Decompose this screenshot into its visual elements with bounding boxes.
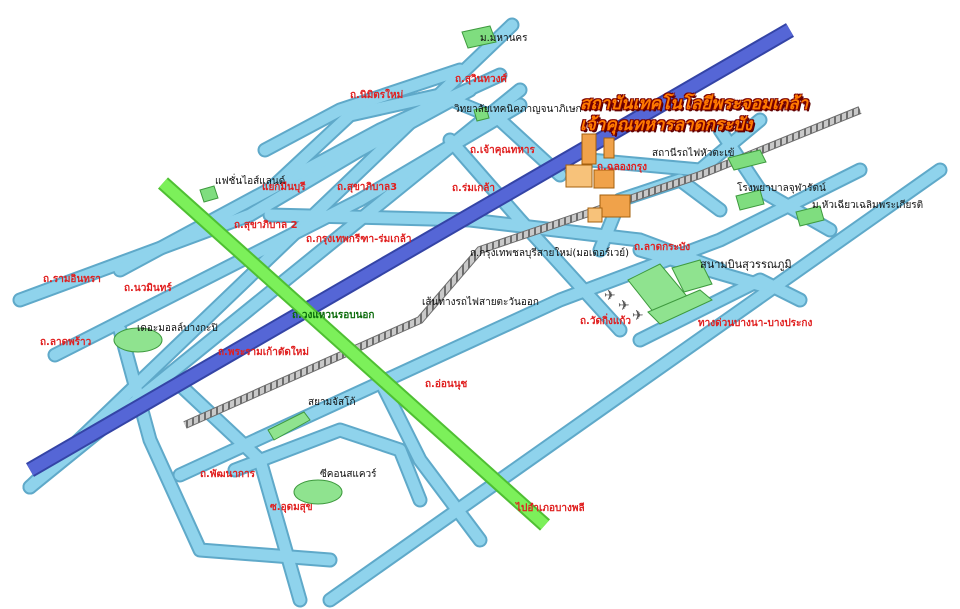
label-mahanakorn: ม.มหานคร <box>480 33 528 44</box>
label-nawamin: ถ.นวมินทร์ <box>124 283 172 294</box>
label-udomsuk: ซ.อุดมสุข <box>270 502 313 513</box>
label-rama9: ถ.พระรามเก้าตัดใหม่ <box>218 347 309 358</box>
svg-text:✈: ✈ <box>618 298 630 314</box>
label-minburi-junction: แยกมีนบุรี <box>262 182 306 193</box>
chularat-hospital-building <box>727 149 767 211</box>
campus-title-line-2: เจ้าคุณทหารลาดกระบัง <box>580 115 753 135</box>
label-bangna-expressway: ทางด่วนบางนา-บางประกง <box>698 318 813 329</box>
mahanakorn-building <box>461 25 497 49</box>
label-onnut: ถ.อ่อนนุช <box>425 379 468 390</box>
college-building <box>473 106 490 122</box>
suvarnabhumi-terminals <box>627 259 713 325</box>
label-nimitmai: ถ.นิมิตรใหม่ <box>350 90 404 101</box>
label-eastern-rail: เส้นทางรถไฟสายตะวันออก <box>422 297 539 308</box>
label-the-mall: เดอะมอลล์บางกะปิ <box>137 323 218 334</box>
label-latkrabang: ถ.ลาดกระบัง <box>634 242 691 253</box>
label-sukhaphiban3: ถ.สุขาภิบาล3 <box>337 182 398 193</box>
label-chalongkrung: ถ.ฉลองกรุง <box>597 162 647 173</box>
label-wat-king-kaeo: ถ.วัดกิ่งแก้ว <box>580 316 632 327</box>
label-seacon: ซีคอนสแควร์ <box>320 469 377 480</box>
buildings: ✈ ✈ ✈ <box>113 25 825 505</box>
label-chaokhunthahan: ถ.เจ้าคุณทหาร <box>470 145 535 156</box>
hua-chiew-building <box>795 205 825 227</box>
label-siam-jusco: สยามจัสโก้ <box>308 397 356 408</box>
motorway-road <box>25 23 795 477</box>
label-fashion-island: แฟชั่นไอส์แลนด์ <box>215 176 286 187</box>
label-hua-chiew: ม.หัวเฉียวเฉลิมพระเกียรติ <box>812 200 924 211</box>
outer-ring-road <box>157 177 551 531</box>
label-college: วิทยาลัยเทคนิคภาญจนาภิเษก <box>454 104 582 115</box>
label-latphrao: ถ.ลาดพร้าว <box>40 337 92 348</box>
label-motorway: ถ.กรุงเทพชลบุรีสายใหม่(มอเตอร์เวย์) <box>470 248 630 259</box>
label-romklao: ถ.ร่มเกล้า <box>452 183 496 194</box>
label-ramintra: ถ.รามอินทรา <box>43 274 101 285</box>
seacon-building <box>293 479 343 505</box>
svg-text:✈: ✈ <box>604 288 616 304</box>
label-suvarnabhumi: สนามบินสุวรรณภูมิ <box>700 258 792 271</box>
label-krungthepkritha: ถ.กรุงเทพกรีฑา-ร่มเกล้า <box>306 234 412 245</box>
campus-title-line-1: สถาบันเทคโนโลยีพระจอมเกล้า <box>580 94 809 114</box>
airplane-icons: ✈ ✈ ✈ <box>604 288 644 324</box>
label-outer-ring: ถ.วงแหวนรอบนอก <box>292 310 375 321</box>
campus-buildings <box>565 133 631 223</box>
label-phatthanakan: ถ.พัฒนาการ <box>200 469 255 480</box>
svg-text:✈: ✈ <box>632 308 644 324</box>
label-chularat-hospital: โรงพยาบาลจุฬารัตน์ <box>737 183 826 194</box>
label-sukhaphiban2: ถ.สุขาภิบาล 2 <box>234 220 298 231</box>
fashion-island-building <box>199 185 219 203</box>
siam-jusco-building <box>267 411 311 441</box>
label-suwinthawong: ถ.สุวินทวงศ์ <box>455 74 507 85</box>
the-mall-building <box>113 327 163 353</box>
label-hua-takhe-station: สถานีรถไฟหัวตะเข้ <box>652 148 735 159</box>
label-to-bangphli: ไปอำเภอบางพลี <box>516 503 585 514</box>
